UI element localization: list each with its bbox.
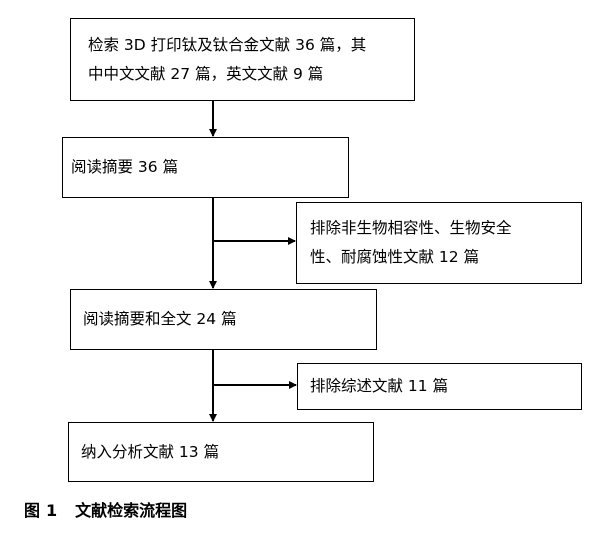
exclusion-box-2: 排除综述文献 11 篇 — [297, 363, 582, 410]
included-studies-box: 纳入分析文献 13 篇 — [68, 422, 374, 482]
search-records-box: 检索 3D 打印钛及钛合金文献 36 篇，其 中中文文献 27 篇，英文文献 9… — [70, 18, 415, 101]
figure-label: 图 — [24, 501, 41, 520]
figure-title: 文献检索流程图 — [75, 501, 188, 520]
fulltext-screening-text: 阅读摘要和全文 24 篇 — [83, 310, 237, 328]
exclusion-1-line1: 排除非生物相容性、生物安全 — [310, 219, 512, 237]
abstract-screening-box: 阅读摘要 36 篇 — [62, 137, 349, 198]
abstract-screening-text: 阅读摘要 36 篇 — [71, 158, 179, 176]
exclusion-box-1: 排除非生物相容性、生物安全 性、耐腐蚀性文献 12 篇 — [296, 202, 582, 284]
figure-number: 1 — [46, 501, 58, 520]
fulltext-screening-box: 阅读摘要和全文 24 篇 — [70, 289, 377, 350]
search-records-line2: 中中文文献 27 篇，英文文献 9 篇 — [88, 64, 324, 83]
exclusion-2-text: 排除综述文献 11 篇 — [310, 377, 449, 395]
included-studies-text: 纳入分析文献 13 篇 — [81, 442, 220, 461]
exclusion-1-line2: 性、耐腐蚀性文献 12 篇 — [310, 248, 480, 266]
search-records-line1: 检索 3D 打印钛及钛合金文献 36 篇，其 — [88, 35, 367, 54]
